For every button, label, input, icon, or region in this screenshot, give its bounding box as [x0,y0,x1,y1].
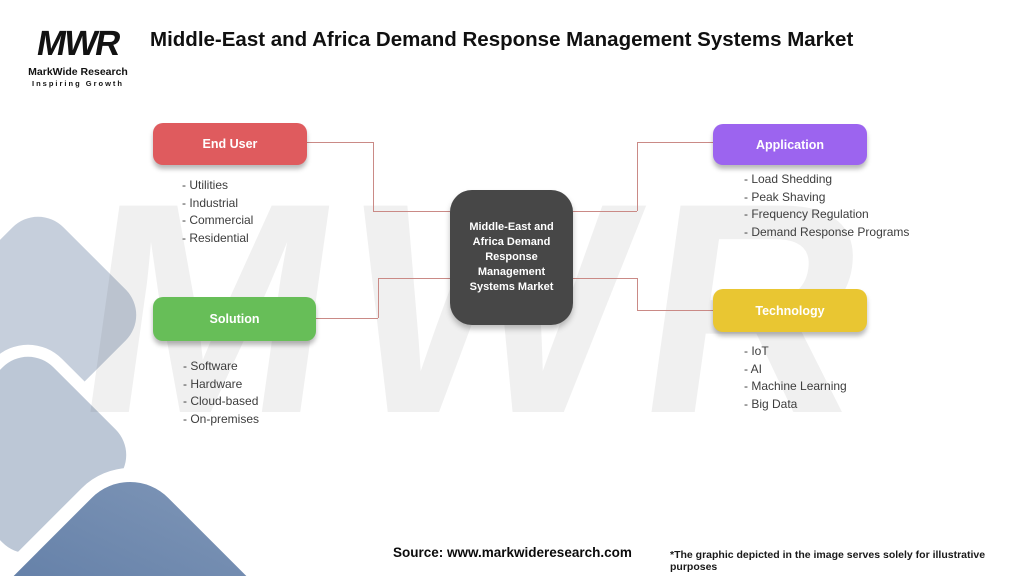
list-item: - Load Shedding [744,172,833,186]
connector-line [573,278,637,279]
logo-tagline: Inspiring Growth [32,79,124,88]
list-item: - Peak Shaving [744,189,826,204]
application-list: - Load Shedding - Peak Shaving - Frequen… [744,171,909,241]
connector-line [573,211,637,212]
connector-line [637,142,713,143]
connector-line [373,142,374,211]
end-user-label: End User [202,137,258,151]
connector-line [637,142,638,211]
list-item: - IoT [744,344,769,358]
list-item: - Hardware [183,376,243,391]
page-title: Middle-East and Africa Demand Response M… [150,28,854,51]
end-user-list: - Utilities - Industrial - Commercial - … [182,177,253,247]
solution-box: Solution [153,297,316,341]
application-label: Application [755,137,825,152]
connector-line [378,278,379,318]
center-market-node: Middle-East and Africa Demand Response M… [450,190,573,325]
application-box: Application [713,124,867,165]
logo-name: MarkWide Research [28,66,128,78]
technology-label: Technology [755,303,825,318]
list-item: - AI [744,361,763,376]
connector-line [316,318,378,319]
list-item: - Commercial [182,213,254,227]
list-item: - Cloud-based [183,394,259,408]
connector-line [307,142,373,143]
connector-line [637,310,713,311]
connector-line [637,278,638,310]
source-text: Source: www.markwideresearch.com [393,545,632,560]
list-item: - Software [183,359,238,373]
list-item: - Frequency Regulation [744,207,869,221]
solution-label: Solution [209,312,260,326]
list-item: - On-premises [183,411,260,426]
list-item: - Machine Learning [744,379,847,393]
markwide-research-logo: MWR MarkWide Research Inspiring Growth [22,24,134,88]
list-item: - Residential [182,230,249,245]
connector-line [378,278,450,279]
list-item: - Demand Response Programs [744,224,910,239]
list-item: - Utilities [182,178,229,192]
technology-box: Technology [713,289,867,332]
logo-mark: MWR [33,24,123,63]
connector-line [373,211,450,212]
list-item: - Industrial [182,195,239,210]
list-item: - Big Data [744,396,798,411]
center-market-label: Middle-East and Africa Demand Response M… [469,220,554,294]
disclaimer-text: *The graphic depicted in the image serve… [670,549,986,573]
technology-list: - IoT - AI - Machine Learning - Big Data [744,343,847,413]
end-user-box: End User [153,123,307,165]
solution-list: - Software - Hardware - Cloud-based - On… [183,358,259,428]
